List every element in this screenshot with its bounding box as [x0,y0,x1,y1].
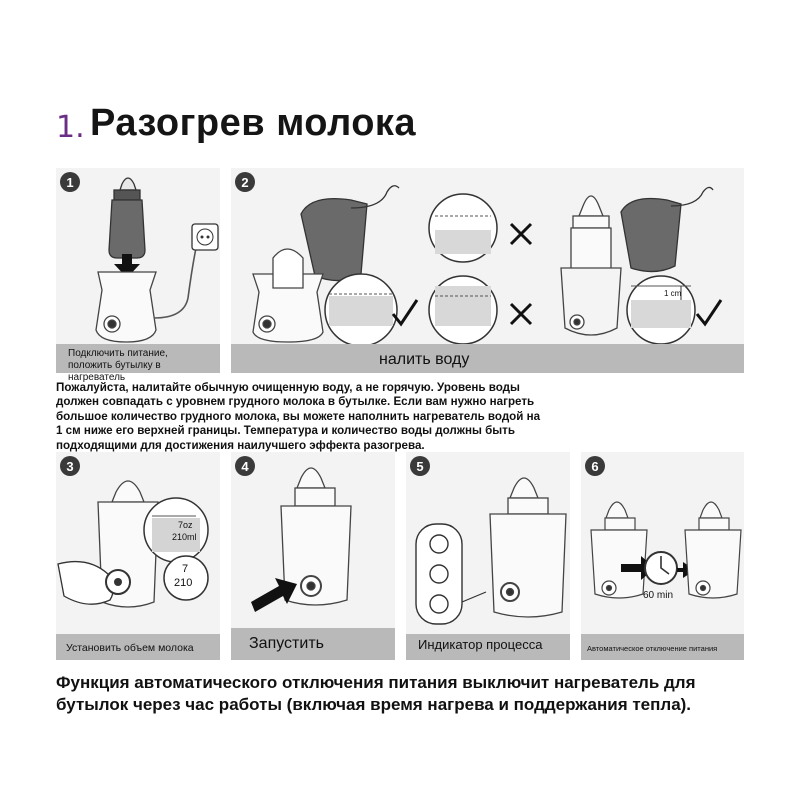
step-4-badge: 4 [235,456,255,476]
warmer-icon [560,267,622,336]
step-2-caption-bar [231,344,744,373]
step-4-illustration [251,467,352,612]
step-5-caption: Индикатор процесса [418,637,543,652]
warmer-icon [252,248,324,343]
step-1-caption-line2: положить бутылку в нагреватель [68,360,161,383]
wall-socket-icon [191,223,219,251]
check-icon [695,299,723,327]
pitcher-icon [300,185,400,282]
step-3-illustration: 7oz 210ml 7 210 [57,480,209,608]
check-icon [391,299,419,327]
auto-shutoff-note: Функция автоматического отключения питан… [56,673,696,714]
callout-knob-ml: 210 [174,577,192,589]
step-3-caption: Установить объем молока [66,642,194,654]
warmer-with-bottle-icon [590,501,648,599]
down-arrow-icon [114,254,140,278]
step-5-badge: 5 [410,456,430,476]
warmer-with-bottle-icon [489,477,567,618]
timer-label: 60 min [643,590,673,601]
warmer-icon [95,271,157,343]
instruction-paragraph: Пожалуйста, налитайте обычную очищенную … [56,381,541,452]
step-6-illustration: 60 min [590,501,742,601]
step-3-panel: 3 7oz 210ml 7 210 Установить объем молок… [56,452,220,660]
step-1-badge: 1 [60,172,80,192]
step-4-caption-bar [231,628,395,660]
section-number: 1. [56,110,85,145]
step-6-caption-bar [581,634,744,660]
press-arrow-icon [251,578,297,612]
step-5-illustration [415,477,567,625]
step-1-caption-line1: Подключить питание, [68,348,168,359]
pitcher-icon [620,186,714,273]
step-3-caption-bar [56,634,220,660]
step-6-badge: 6 [585,456,605,476]
callout-knob-oz: 7 [182,563,188,575]
step-4-caption: Запустить [249,635,324,652]
gap-label: 1 cm [664,289,682,298]
warmer-with-bottle-icon [684,501,742,599]
callout-oz: 7oz [178,520,193,530]
step-6-panel: 6 60 min Автоматическое отключение питан… [581,452,744,660]
bottle-icon [108,177,146,259]
step-2-panel: 2 [231,168,744,373]
step-3-badge: 3 [60,456,80,476]
step-5-caption-bar [406,634,570,660]
step-4-panel: 4 Запустить [231,452,395,660]
step-2-caption: налить воду [379,351,470,368]
knob-magnifier [163,555,209,601]
step-1-panel: 1 Подключить питание, положить бутылку в… [56,168,220,383]
step-2-illustration: 1 cm [252,185,723,347]
step-6-caption: Автоматическое отключение питания [587,644,718,653]
page-title: Разогрев молока [90,102,417,144]
cross-icon [509,302,533,326]
indicator-lights-icon [429,534,449,614]
callout-ml: 210ml [172,532,197,542]
step-2-badge: 2 [235,172,255,192]
right-arrow-icon [677,562,695,578]
step-1-caption-bar [56,344,220,373]
cross-icon [509,222,533,246]
step-1-illustration [95,177,219,343]
step-1-caption: Подключить питание, положить бутылку в н… [68,348,218,384]
step-5-panel: 5 Индикатор процесса [406,452,570,660]
